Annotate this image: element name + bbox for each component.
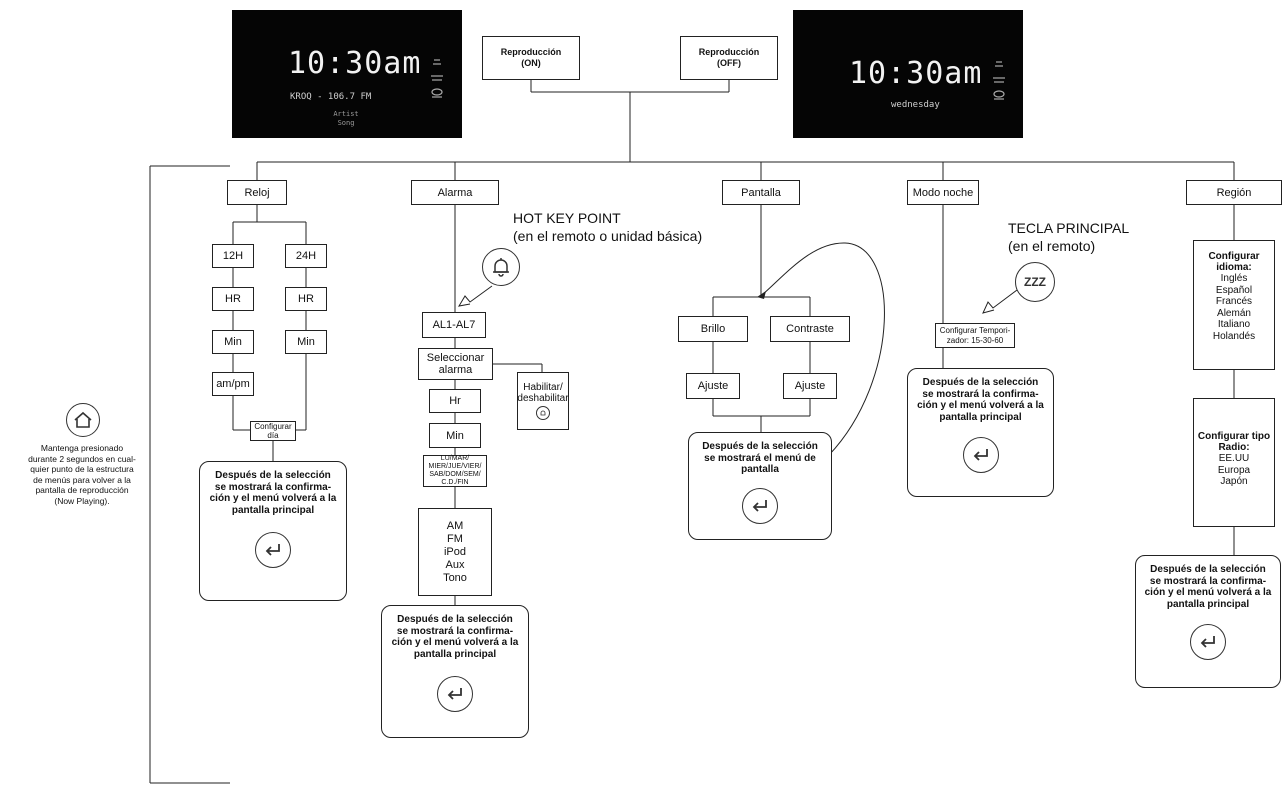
small-bell-icon (536, 406, 550, 420)
hotkey-subtitle: (en el remoto o unidad básica) (513, 228, 703, 244)
alarma-habilitar: Habilitar/ deshabilitar (517, 372, 569, 430)
playback-on-box: Reproducción (ON) (482, 36, 580, 80)
habilitar-text: Habilitar/ deshabilitar (517, 382, 569, 404)
station-text: KROQ - 106.7 FM (290, 92, 372, 102)
reloj-12h: 12H (212, 244, 254, 268)
alarma-days: LU/MAR/ MIER/JUE/VIER/ SAB/DOM/SEM/ C.D.… (423, 455, 487, 487)
pantalla-ajuste-brillo: Ajuste (686, 373, 740, 399)
reloj-min-12: Min (212, 330, 254, 354)
bell-icon (482, 248, 520, 286)
noche-confirm-panel: Después de la selección se mostrará la c… (907, 368, 1054, 497)
pantalla-contraste: Contraste (770, 316, 850, 342)
volume-stack-icon (431, 59, 443, 98)
return-icon (437, 676, 473, 712)
region-confirm-panel: Después de la selección se mostrará la c… (1135, 555, 1281, 688)
tecla-title: TECLA PRINCIPAL (1008, 220, 1130, 236)
artist-text: Artist (333, 110, 359, 118)
confirm-text: Después de la selección se mostrará la c… (209, 470, 337, 516)
hotkey-title: HOT KEY POINT (513, 210, 621, 226)
reloj-confirm-panel: Después de la selección se mostrará la c… (199, 461, 347, 601)
day-text: wednesday (891, 100, 940, 110)
now-playing-screen-on: 10:30am KROQ - 106.7 FM Artist Song (232, 10, 462, 138)
region-idioma-box: Configurar idioma: Inglés Español Francé… (1193, 240, 1275, 370)
reloj-hr-12: HR (212, 287, 254, 311)
clock-time: 10:30am (288, 46, 422, 81)
return-icon (742, 487, 778, 524)
zzz-icon: ZZZ (1015, 262, 1055, 302)
confirm-text: Después de la selección se mostrará la c… (391, 614, 519, 660)
menu-reloj: Reloj (227, 180, 287, 205)
noche-temporizador: Configurar Tempori- zador: 15-30-60 (935, 323, 1015, 348)
reloj-hr-24: HR (285, 287, 327, 311)
playback-off-box: Reproducción (OFF) (680, 36, 778, 80)
confirm-text: Después de la selección se mostrará la c… (1144, 564, 1272, 610)
radio-list: EE.UU Europa Japón (1217, 453, 1251, 487)
reloj-min-24: Min (285, 330, 327, 354)
confirm-text: Después de la selección se mostrará la c… (917, 377, 1044, 423)
pantalla-brillo: Brillo (678, 316, 748, 342)
alarma-min: Min (429, 423, 481, 448)
idioma-title: Configurar idioma: (1208, 251, 1260, 273)
return-icon (1190, 624, 1226, 660)
return-icon (255, 532, 291, 568)
confirm-text: Después de la selección se mostrará el m… (702, 441, 818, 475)
volume-stack-icon (993, 61, 1005, 100)
menu-modo-noche: Modo noche (907, 180, 979, 205)
home-side-note: Mantenga presionado durante 2 segundos e… (28, 443, 136, 506)
alarma-hr: Hr (429, 389, 481, 413)
reloj-ampm: am/pm (212, 372, 254, 396)
alarma-confirm-panel: Después de la selección se mostrará la c… (381, 605, 529, 738)
pantalla-confirm-panel: Después de la selección se mostrará el m… (688, 432, 832, 540)
home-icon (66, 403, 100, 437)
radio-title: Configurar tipo Radio: (1197, 431, 1271, 453)
clock-time: 10:30am (849, 56, 983, 91)
pantalla-ajuste-contraste: Ajuste (783, 373, 837, 399)
alarma-seleccionar: Seleccionar alarma (418, 348, 493, 380)
menu-pantalla: Pantalla (722, 180, 800, 205)
now-playing-screen-off: 10:30am wednesday (793, 10, 1023, 138)
reloj-configurar-dia: Configurar día (250, 421, 296, 441)
tecla-subtitle: (en el remoto) (1008, 238, 1096, 254)
menu-region: Región (1186, 180, 1282, 205)
alarma-sources: AM FM iPod Aux Tono (418, 508, 492, 596)
region-radio-box: Configurar tipo Radio: EE.UU Europa Japó… (1193, 398, 1275, 527)
return-icon (962, 437, 999, 473)
menu-alarma: Alarma (411, 180, 499, 205)
song-text: Song (337, 119, 355, 127)
alarma-al1-al7: AL1-AL7 (422, 312, 486, 338)
reloj-24h: 24H (285, 244, 327, 268)
idioma-list: Inglés Español Francés Alemán Italiano H… (1212, 273, 1256, 342)
